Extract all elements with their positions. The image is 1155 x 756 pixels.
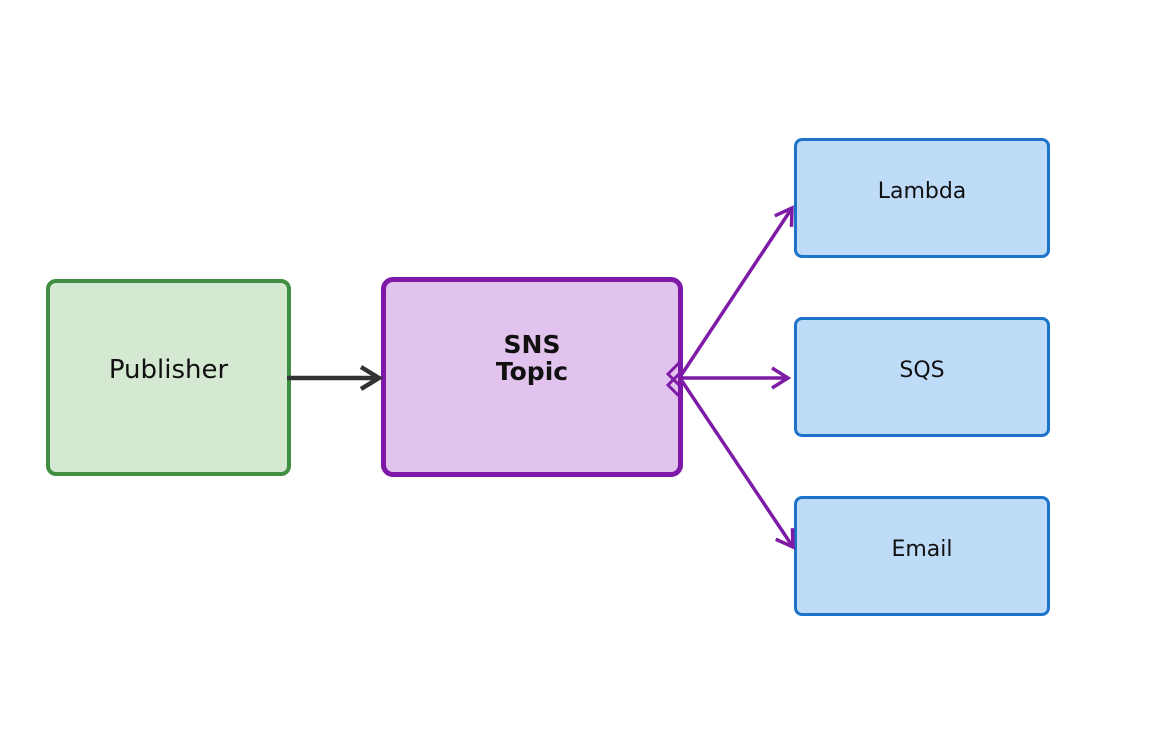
- fanout-arrow-lambda: [680, 205, 794, 375]
- subscriber-label-lambda: Lambda: [877, 178, 967, 204]
- sns-topic-node: SNS Topic: [381, 277, 683, 477]
- publisher-node: Publisher: [46, 279, 291, 476]
- sns-topic-label: SNS Topic: [496, 331, 568, 385]
- sns-topic-label-line1: SNS: [503, 330, 561, 359]
- subscriber-label-sqs: SQS: [899, 357, 945, 383]
- subscriber-label-email: Email: [891, 536, 953, 562]
- sns-topic-label-line2: Topic: [495, 357, 569, 386]
- publisher-label: Publisher: [108, 354, 229, 385]
- subscriber-node-lambda: Lambda: [794, 138, 1050, 258]
- subscriber-node-sqs: SQS: [794, 317, 1050, 437]
- subscriber-node-email: Email: [794, 496, 1050, 616]
- fanout-arrow-email: [680, 380, 795, 550]
